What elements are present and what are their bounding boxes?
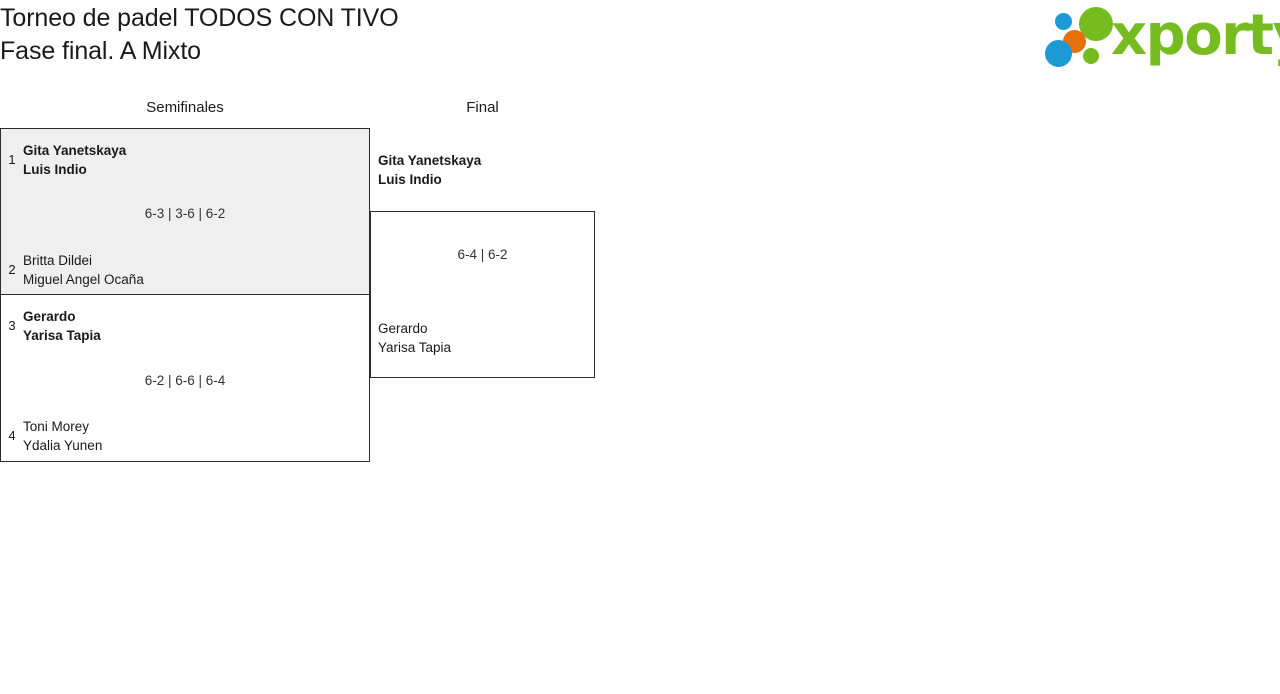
player-name: Britta Dildei: [23, 253, 93, 268]
team-seed-3[interactable]: 3 Gerardo Yarisa Tapia: [1, 307, 101, 345]
logo-dot-green-small: [1083, 48, 1099, 64]
page-header: Torneo de padel TODOS CON TIVO Fase fina…: [0, 0, 1280, 78]
player-name: Toni Morey: [23, 419, 90, 434]
match-semifinal-2[interactable]: 3 Gerardo Yarisa Tapia 4 Toni Morey Ydal…: [0, 294, 370, 462]
tournament-phase: Fase final. A Mixto: [0, 37, 201, 65]
team-players: Gita Yanetskaya Luis Indio: [23, 141, 126, 179]
seed-number: 4: [8, 428, 16, 443]
logo-dot-blue-large: [1045, 40, 1072, 67]
player-name: Gerardo: [23, 309, 76, 324]
team-seed-1[interactable]: 1 Gita Yanetskaya Luis Indio: [1, 141, 126, 179]
match-score-final: 6-4 | 6-2: [457, 247, 508, 262]
match-semifinal-1[interactable]: 1 Gita Yanetskaya Luis Indio 2 Britta Di…: [0, 128, 370, 295]
seed-number: 2: [8, 262, 16, 277]
player-name: Miguel Angel Ocaña: [23, 272, 144, 287]
team-seed-4[interactable]: 4 Toni Morey Ydalia Yunen: [1, 417, 102, 455]
player-name: Luis Indio: [378, 172, 442, 187]
final-team-runner-up[interactable]: Gerardo Yarisa Tapia: [378, 319, 451, 357]
round-header-final: Final: [466, 99, 499, 116]
team-players: Gerardo Yarisa Tapia: [23, 307, 101, 345]
tournament-name: Torneo de padel TODOS CON TIVO: [0, 4, 399, 32]
page-title: Torneo de padel TODOS CON TIVO Fase fina…: [0, 2, 399, 68]
logo-wordmark: xporty: [1111, 3, 1280, 68]
final-team-winner[interactable]: Gita Yanetskaya Luis Indio: [378, 151, 481, 189]
logo-dots-icon: [1045, 6, 1117, 68]
player-name: Luis Indio: [23, 162, 87, 177]
seed-number: 1: [8, 152, 16, 167]
logo-dot-blue-small: [1055, 13, 1072, 30]
player-name: Yarisa Tapia: [23, 328, 101, 343]
team-seed-2[interactable]: 2 Britta Dildei Miguel Angel Ocaña: [1, 251, 144, 289]
player-name: Gerardo: [378, 321, 428, 336]
match-score-semifinal-2: 6-2 | 6-6 | 6-4: [144, 373, 226, 388]
match-final[interactable]: [370, 211, 595, 378]
round-header-semifinals: Semifinales: [146, 99, 224, 116]
team-players: Toni Morey Ydalia Yunen: [23, 417, 102, 455]
seed-number: 3: [8, 318, 16, 333]
player-name: Gita Yanetskaya: [23, 143, 127, 158]
player-name: Yarisa Tapia: [378, 340, 452, 355]
player-name: Ydalia Yunen: [23, 438, 103, 453]
team-players: Britta Dildei Miguel Angel Ocaña: [23, 251, 144, 289]
match-score-semifinal-1: 6-3 | 3-6 | 6-2: [144, 206, 226, 221]
player-name: Gita Yanetskaya: [378, 153, 482, 168]
xporty-logo[interactable]: xporty: [1045, 5, 1280, 68]
